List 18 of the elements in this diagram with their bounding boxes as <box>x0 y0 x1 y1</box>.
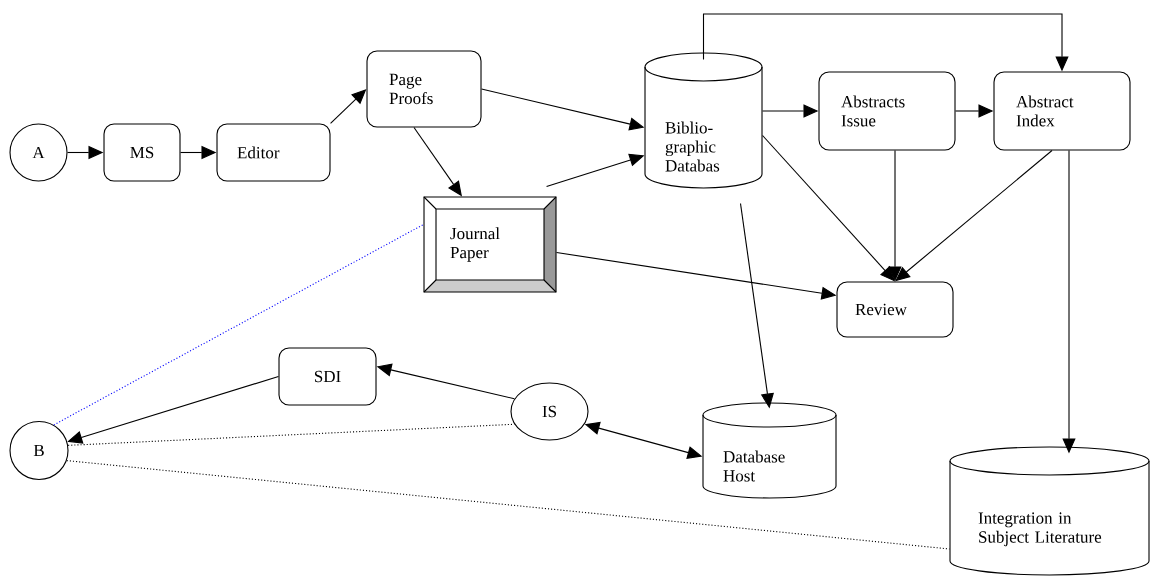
node-label: Integration in Subject Literature <box>978 512 1102 547</box>
dotted-line <box>66 460 950 550</box>
dotted-line <box>53 223 424 426</box>
node-label: Database Host <box>723 450 785 482</box>
database-cylinder: Integration in Subject Literature <box>949 446 1150 576</box>
process-box: Abstracts Issue <box>818 71 956 151</box>
beveled-box: Journal Paper <box>423 196 557 293</box>
process-box: Abstract Index <box>993 71 1131 151</box>
process-box: MS <box>103 123 181 182</box>
process-box: Editor <box>216 123 331 182</box>
process-box: Page Proofs <box>366 50 482 128</box>
process-box: Review <box>836 281 954 338</box>
dotted-line <box>67 423 515 446</box>
node-label: Biblio- graphic Databas <box>665 121 720 172</box>
database-cylinder: Biblio- graphic Databas <box>644 52 763 189</box>
process-box: SDI <box>278 347 377 406</box>
arrow <box>895 150 1053 282</box>
database-cylinder: Database Host <box>702 402 837 499</box>
